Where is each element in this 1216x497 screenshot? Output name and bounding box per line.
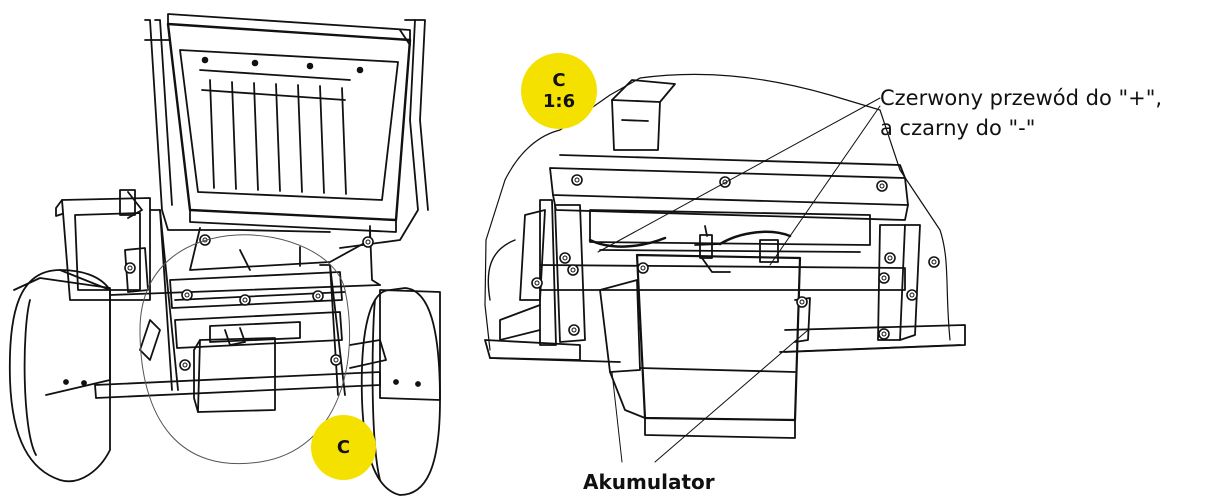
battery-label: Akumulator	[583, 470, 715, 494]
main-c-letter: C	[336, 437, 351, 458]
detail-c-letter: C	[552, 70, 566, 91]
detail-c-badge: C 1:6	[521, 53, 597, 129]
detail-c-scale: 1:6	[542, 91, 576, 112]
right-wheel	[360, 287, 441, 496]
wire-polarity-note-line2: a czarny do "-"	[880, 116, 1036, 140]
detail-c-view	[484, 73, 966, 463]
wire-polarity-note-line1: Czerwony przewód do "+",	[880, 86, 1163, 110]
left-wheel	[8, 269, 111, 483]
machine-front-view	[8, 13, 441, 496]
main-c-badge: C	[311, 415, 376, 480]
